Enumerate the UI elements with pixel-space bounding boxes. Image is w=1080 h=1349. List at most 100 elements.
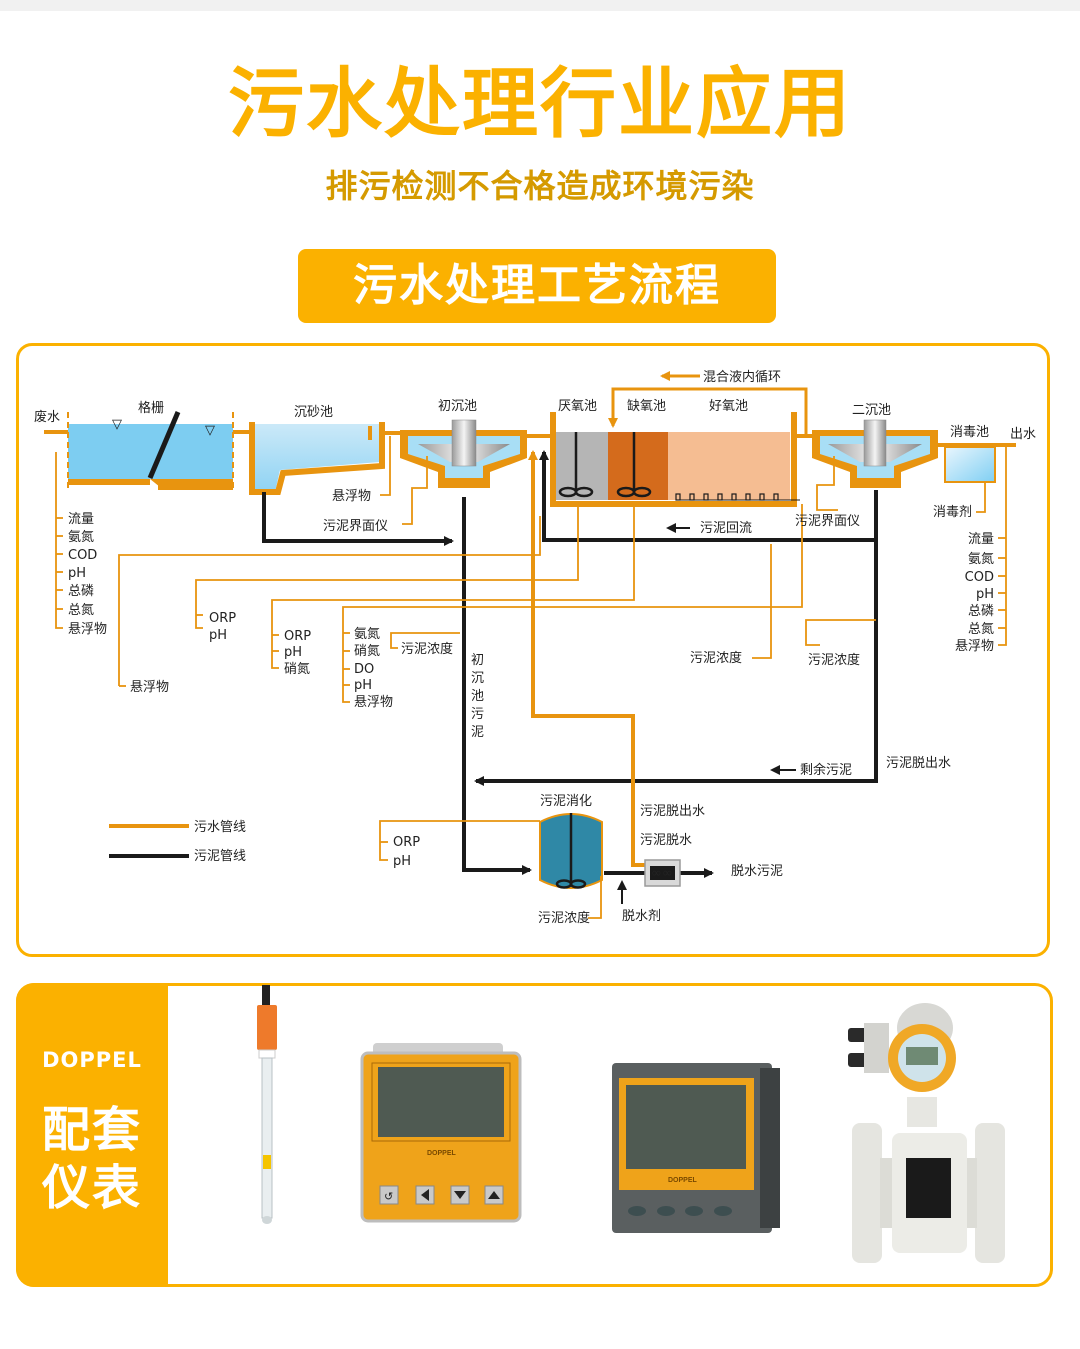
inlet-label: 废水 [34, 409, 60, 425]
svg-text:池: 池 [471, 689, 484, 704]
bio-probe-lines [118, 456, 876, 703]
sludge-conc-aerobic-label: 污泥浓度 [401, 641, 453, 657]
svg-text:ORP: ORP [209, 611, 236, 626]
disinfection-tank: 消毒池 出水 消毒剂 [933, 425, 1036, 520]
sludge-digester: 污泥消化 [539, 794, 603, 889]
anaerobic-label: 厌氧池 [558, 399, 597, 414]
process-flow-diagram: 废水 格栅 ▽ ▽ 沉砂池 初沉池 [34, 369, 1036, 926]
products-sidebar [16, 983, 168, 1287]
digester-param-list: ORP pH [393, 835, 420, 869]
dewater-outflow-right-label: 污泥脱出水 [886, 756, 951, 771]
svg-text:▽: ▽ [205, 423, 215, 438]
internal-recycle-line [608, 387, 808, 436]
svg-text:流量: 流量 [968, 532, 994, 547]
svg-text:ORP: ORP [393, 835, 420, 850]
svg-text:pH: pH [354, 678, 372, 693]
svg-text:泥: 泥 [471, 725, 484, 740]
svg-text:ORP: ORP [284, 629, 311, 644]
svg-text:DOPPEL: DOPPEL [427, 1150, 457, 1157]
anoxic-param-list: ORP pH 硝氮 [284, 629, 311, 677]
primary-clarifier: 初沉池 [400, 399, 552, 488]
legend-sludge-label: 污泥管线 [194, 849, 246, 864]
screen-label: 格栅 [138, 400, 164, 416]
svg-text:pH: pH [68, 566, 86, 581]
screen-channel: 格栅 ▽ ▽ [67, 400, 234, 490]
svg-text:氨氮: 氨氮 [68, 530, 94, 545]
legend: 污水管线 污泥管线 [109, 820, 246, 864]
dewater-outflow-label: 污泥脱出水 [640, 804, 705, 819]
internal-recycle-label: 混合液内循环 [703, 369, 781, 385]
disinfection-label: 消毒池 [950, 425, 989, 440]
brand-name: DOPPEL [42, 1048, 142, 1072]
svg-text:DO: DO [354, 662, 374, 677]
svg-text:氨氮: 氨氮 [354, 627, 380, 642]
primary-interface-label: 污泥界面仪 [323, 519, 388, 534]
svg-text:硝氮: 硝氮 [284, 662, 310, 677]
inlet-params [55, 452, 63, 629]
svg-text:沉: 沉 [471, 671, 484, 686]
svg-text:pH: pH [976, 587, 994, 602]
svg-text:COD: COD [965, 570, 994, 585]
svg-text:COD: COD [68, 548, 97, 563]
sludge-conc-return-label: 污泥浓度 [690, 650, 742, 666]
section-banner: 污水处理工艺流程 [298, 249, 776, 323]
dewatered-sludge-label: 脱水污泥 [731, 864, 783, 879]
bar-screen [147, 411, 181, 479]
svg-text:总氮: 总氮 [68, 603, 94, 618]
svg-text:↺: ↺ [384, 1190, 393, 1203]
ph-electrode-image [257, 985, 277, 1224]
svg-text:氨氮: 氨氮 [968, 552, 994, 567]
outlet-param-list: 流量 氨氮 COD pH 总磷 总氮 悬浮物 [955, 532, 994, 654]
svg-text:pH: pH [209, 628, 227, 643]
sludge-return-label: 污泥回流 [700, 521, 752, 536]
svg-text:初: 初 [471, 653, 484, 668]
anoxic-label: 缺氧池 [627, 399, 666, 414]
aerobic-param-list: 氨氮 硝氮 DO pH 悬浮物 [354, 627, 393, 710]
disinfectant-label: 消毒剂 [933, 505, 972, 520]
digestion-label: 污泥消化 [540, 794, 592, 809]
sludge-lines [262, 450, 878, 878]
svg-text:悬浮物: 悬浮物 [354, 695, 393, 710]
sludge-conc-excess-label: 污泥浓度 [808, 652, 860, 668]
secondary-clarifier: 二沉池 [812, 403, 1016, 488]
dewatering-machine: ∞∞ [644, 859, 681, 887]
grit-chamber: 沉砂池 [233, 405, 400, 495]
sludge-conc-digester-label: 污泥浓度 [538, 910, 590, 926]
grit-suspended-solids-label: 悬浮物 [332, 489, 371, 504]
svg-text:硝氮: 硝氮 [354, 644, 380, 659]
dewatering-agent-label: 脱水剂 [622, 909, 661, 924]
products-heading-line1: 配套 [41, 1102, 142, 1158]
secondary-clarifier-label: 二沉池 [852, 403, 891, 418]
svg-text:pH: pH [393, 854, 411, 869]
aerobic-ss-label: 悬浮物 [130, 680, 169, 695]
product-images: DOPPEL ↺ DOPPEL [257, 985, 1005, 1263]
svg-text:总磷: 总磷 [68, 584, 94, 599]
svg-text:污: 污 [471, 707, 484, 722]
svg-text:DOPPEL: DOPPEL [668, 1177, 698, 1184]
top-bar [0, 0, 1080, 11]
dewater-return-line [528, 450, 645, 867]
page-title: 污水处理行业应用 [228, 59, 852, 148]
primary-clarifier-label: 初沉池 [438, 399, 477, 414]
legend-sewage-label: 污水管线 [194, 820, 246, 835]
svg-text:总氮: 总氮 [968, 622, 994, 637]
page-subtitle: 排污检测不合格造成环境污染 [325, 167, 755, 205]
process-diagram-panel [16, 343, 1050, 957]
panel-controller-image: DOPPEL [612, 1063, 780, 1233]
aerobic-label: 好氧池 [709, 399, 748, 414]
flowmeter-image [848, 1003, 1005, 1263]
svg-text:∞∞: ∞∞ [651, 866, 673, 881]
products-heading-line2: 仪表 [41, 1160, 142, 1216]
svg-text:流量: 流量 [68, 512, 94, 527]
grit-chamber-label: 沉砂池 [294, 405, 333, 420]
svg-text:总磷: 总磷 [968, 604, 994, 619]
outlet-params [998, 447, 1007, 646]
square-controller-image: DOPPEL ↺ [360, 1043, 522, 1223]
svg-text:悬浮物: 悬浮物 [955, 639, 994, 654]
dewatering-label: 污泥脱水 [640, 833, 692, 848]
svg-text:pH: pH [284, 645, 302, 660]
excess-sludge-label: 剩余污泥 [800, 762, 852, 778]
svg-text:▽: ▽ [112, 417, 122, 432]
biological-tank: 厌氧池 缺氧池 好氧池 混合液内循环 [550, 369, 812, 507]
secondary-interface-label: 污泥界面仪 [795, 514, 860, 529]
